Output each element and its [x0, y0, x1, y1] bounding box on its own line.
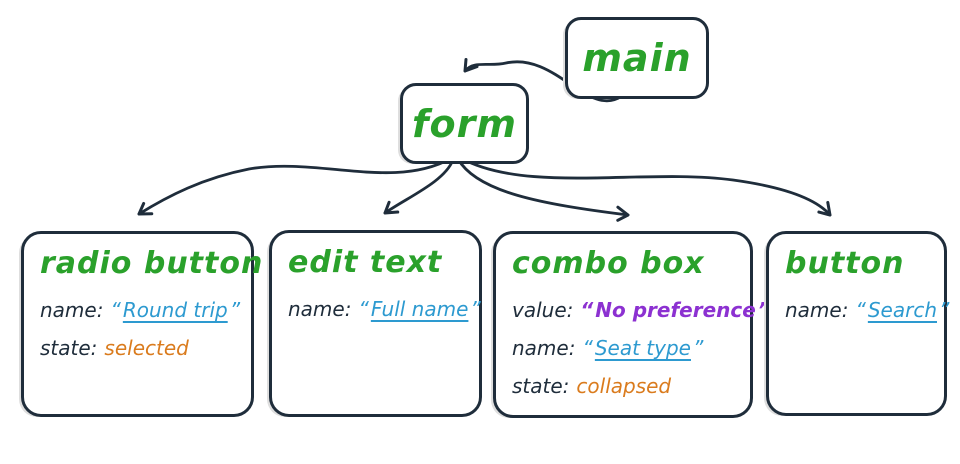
- property-row: state:collapsed: [512, 367, 736, 405]
- property-value: selected: [104, 336, 189, 360]
- node-edit-text: edit text name:Full name: [269, 230, 482, 417]
- node-title: edit text: [288, 245, 443, 280]
- edge-form-to-button: [459, 156, 832, 217]
- property-value: No preference: [580, 298, 770, 322]
- node-main: main: [565, 17, 709, 99]
- node-title: combo box: [512, 246, 705, 281]
- property-row: state:selected: [40, 329, 237, 367]
- node-button: button name:Search: [766, 231, 949, 416]
- node-combo-box: combo box value:No preference name:Seat …: [493, 231, 771, 418]
- property-value: Seat type: [582, 336, 703, 360]
- property-row: name:Seat type: [512, 329, 736, 367]
- node-title: button: [785, 246, 905, 281]
- property-value: Round trip: [110, 298, 240, 322]
- node-radio-button: radio button name:Round trip state:selec…: [21, 231, 264, 417]
- property-label: name:: [785, 298, 849, 322]
- property-label: state:: [40, 336, 98, 360]
- edge-main-to-form: [463, 58, 624, 103]
- property-label: name:: [40, 298, 104, 322]
- property-label: name:: [288, 297, 352, 321]
- node-form-label: form: [412, 101, 517, 146]
- property-row: name:Full name: [288, 290, 481, 328]
- edge-form-to-edit-text: [383, 158, 455, 215]
- property-row: name:Search: [785, 291, 949, 329]
- node-form: form: [400, 83, 529, 164]
- property-value: collapsed: [576, 374, 672, 398]
- edge-form-to-combo-box: [456, 157, 630, 222]
- property-label: value:: [512, 298, 574, 322]
- edge-form-to-radio-button: [137, 157, 452, 216]
- property-value: Search: [855, 298, 949, 322]
- property-label: state:: [512, 374, 570, 398]
- property-row: value:No preference: [512, 291, 771, 329]
- property-row: name:Round trip: [40, 291, 240, 329]
- node-title: radio button: [40, 246, 264, 281]
- node-main-label: main: [582, 36, 692, 80]
- property-label: name:: [512, 336, 576, 360]
- property-value: Full name: [358, 297, 480, 321]
